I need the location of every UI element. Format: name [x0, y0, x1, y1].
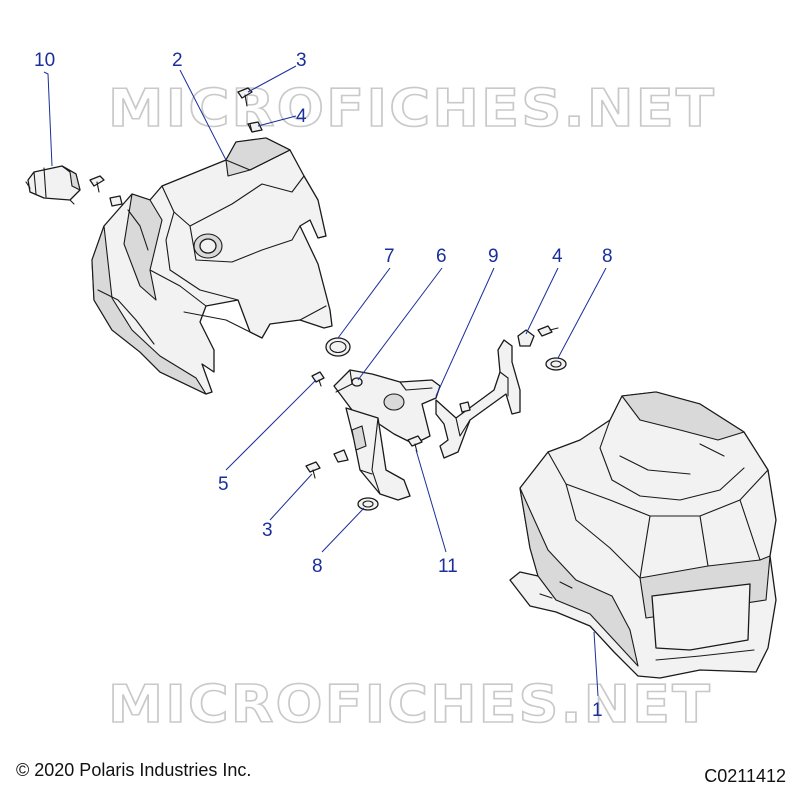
part-3-screw-lower — [305, 449, 349, 479]
part-5-screw — [311, 371, 325, 387]
callout-10: 10 — [34, 50, 55, 71]
drawing-id: C0211412 — [704, 766, 786, 786]
callout-1: 1 — [592, 700, 603, 721]
callout-6: 6 — [436, 246, 447, 267]
callout-7: 7 — [384, 246, 395, 267]
callout-4-top: 4 — [296, 106, 307, 127]
callout-2: 2 — [172, 50, 183, 71]
watermark-top: MICROFICHES.NET — [108, 79, 716, 139]
callout-5: 5 — [218, 474, 229, 495]
part-4-nut-right — [517, 325, 559, 347]
callout-4-right: 4 — [552, 246, 563, 267]
callout-8-lower: 8 — [312, 556, 323, 577]
callout-11: 11 — [438, 556, 458, 577]
part-6-9-bracket — [333, 339, 521, 501]
part-3-screw-top — [237, 87, 253, 107]
part-11-screw — [407, 401, 471, 453]
watermark-bottom: MICROFICHES.NET — [108, 675, 712, 735]
callout-3-top: 3 — [296, 50, 307, 71]
part-screw-near-10 — [89, 175, 123, 207]
callout-3-lower: 3 — [262, 520, 273, 541]
part-4-nut-top — [247, 121, 263, 133]
callout-9: 9 — [488, 246, 499, 267]
callout-labels: 10 2 3 4 7 6 9 4 8 5 3 8 11 1 — [34, 50, 613, 721]
part-8-washer-right — [545, 357, 567, 371]
callout-8-right: 8 — [602, 246, 613, 267]
leader-lines — [43, 65, 607, 697]
copyright-text: © 2020 Polaris Industries Inc. — [16, 760, 252, 780]
part-10-actuator — [25, 165, 81, 205]
part-8-washer-lower — [357, 497, 379, 511]
part-1-lower-housing — [509, 391, 777, 679]
part-2-upper-housing — [91, 137, 333, 395]
